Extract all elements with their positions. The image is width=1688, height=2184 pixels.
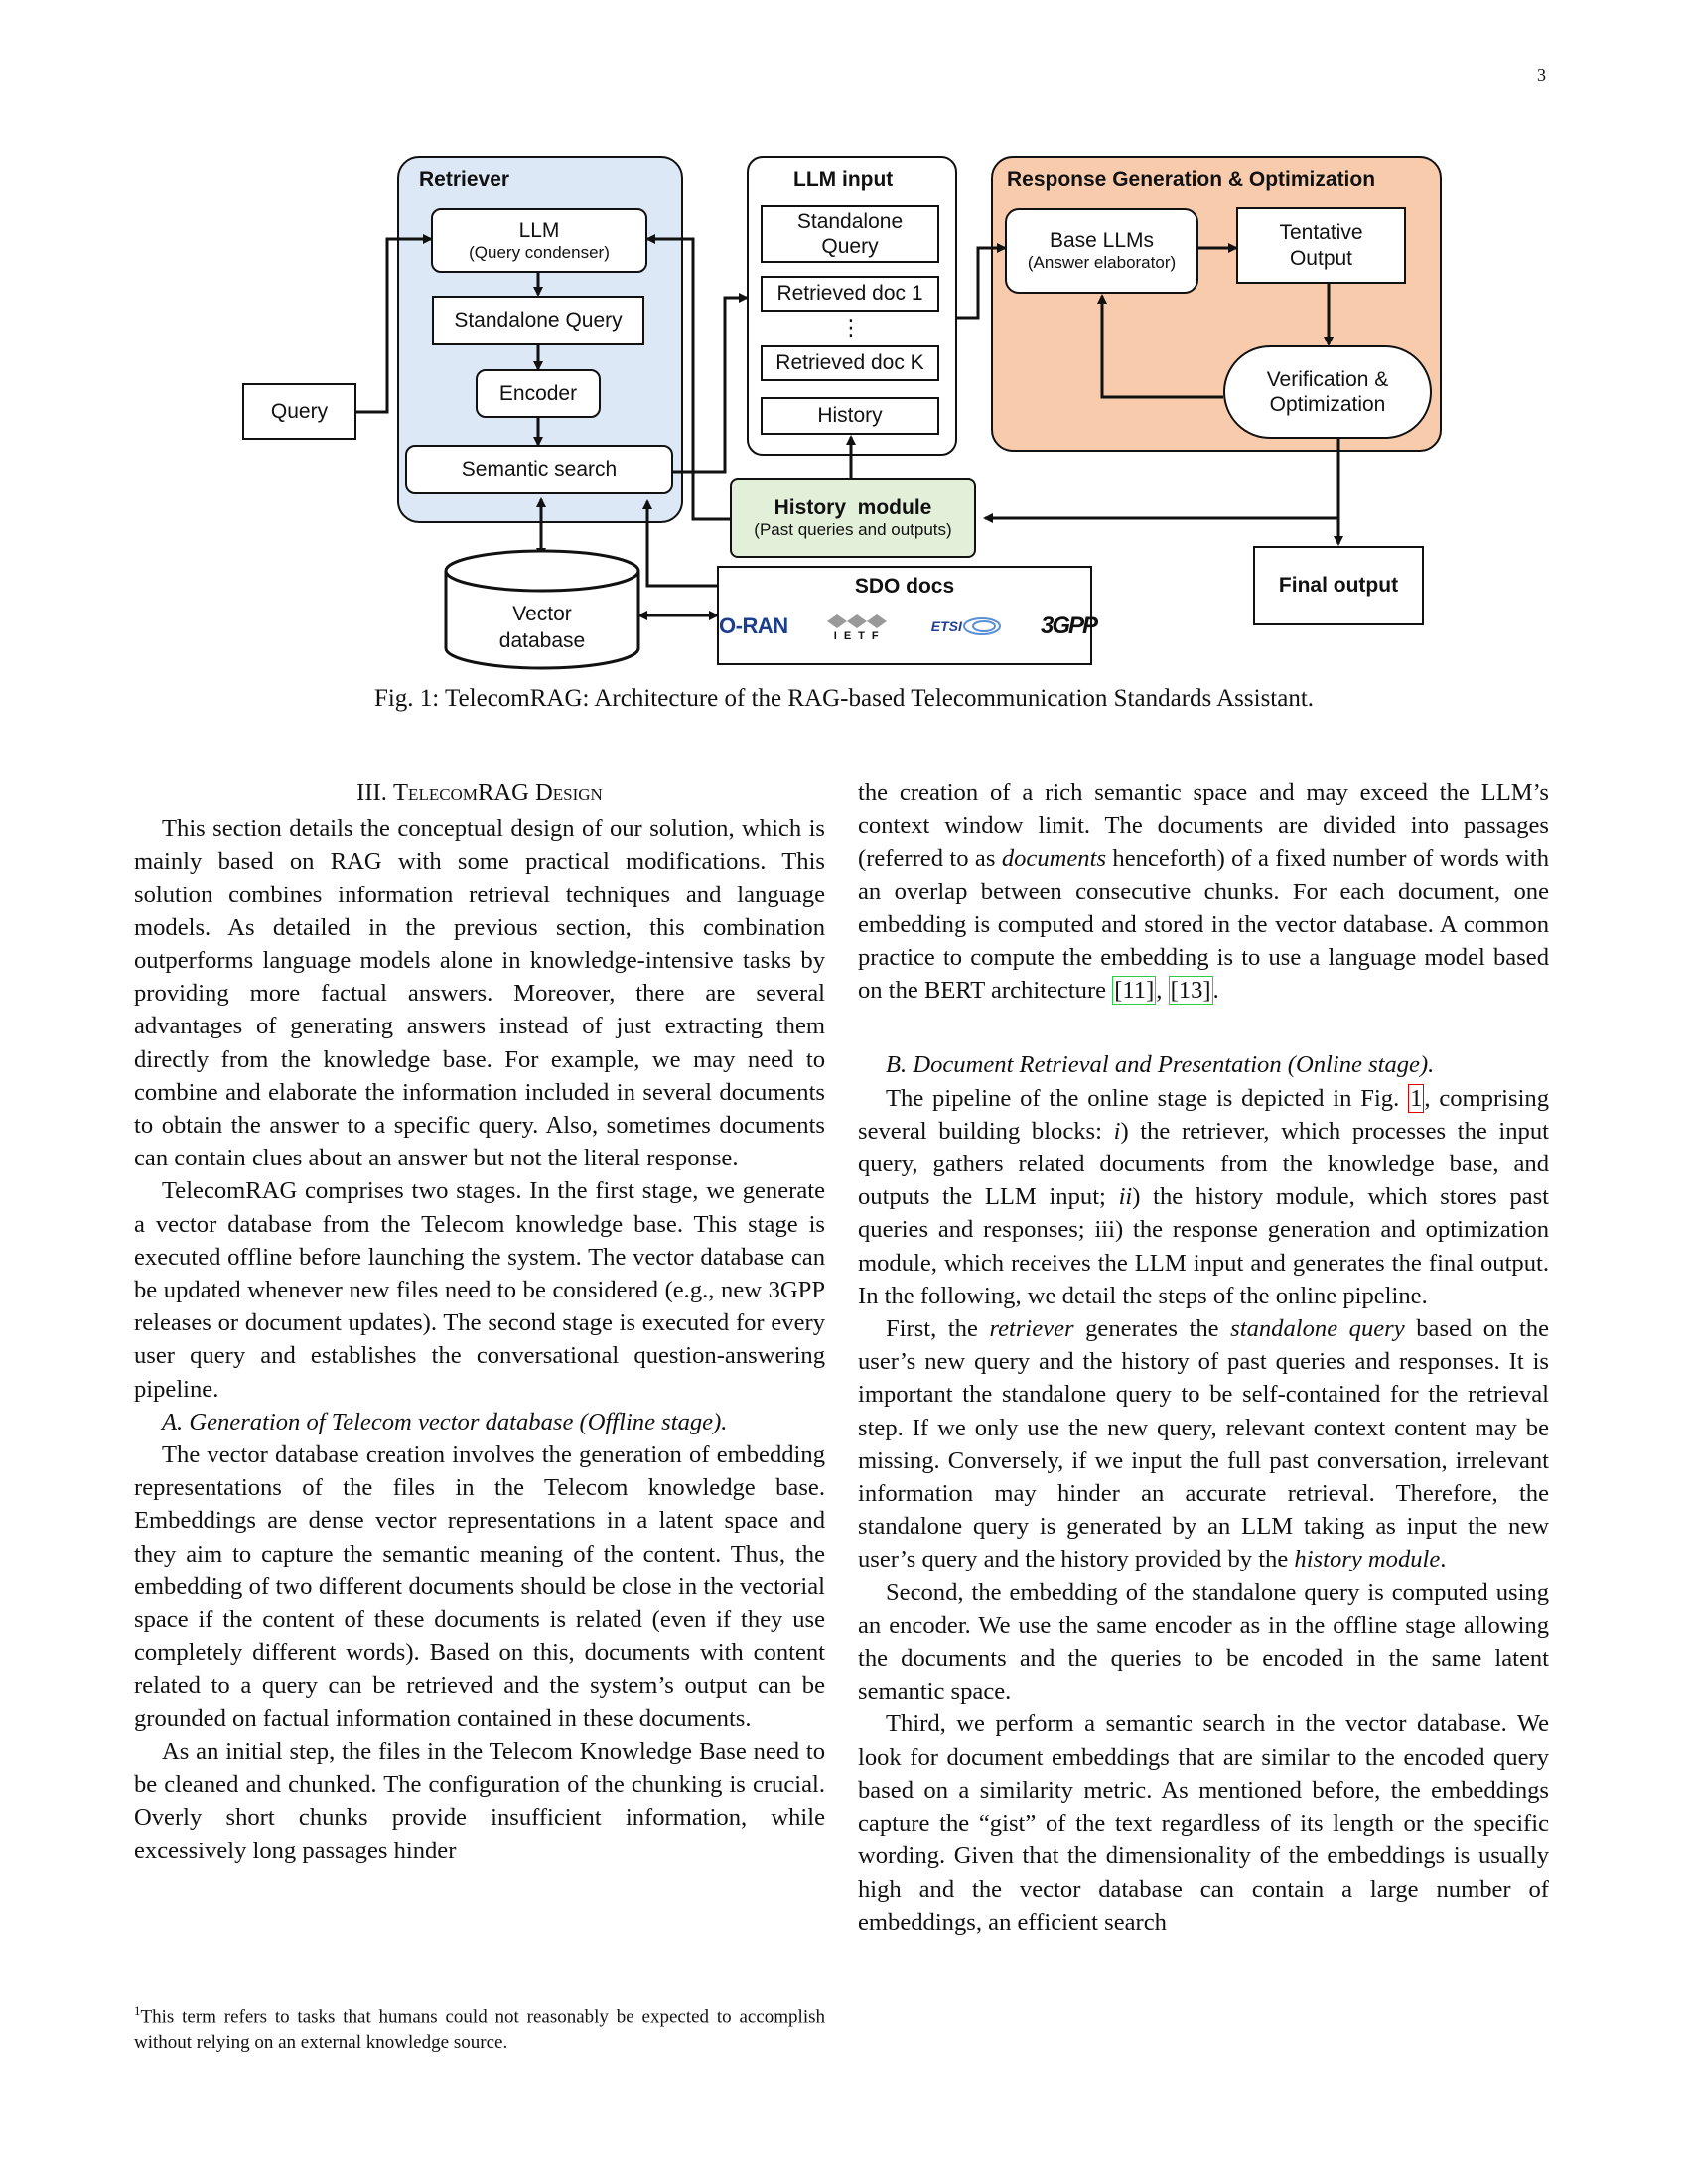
paragraph-intro: This section details the conceptual desi… bbox=[134, 815, 825, 1172]
vector-database-label: Vector database bbox=[446, 601, 638, 655]
base-llms-box: Base LLMs (Answer elaborator) bbox=[1005, 208, 1198, 294]
3gpp-logo: 3GPP bbox=[1040, 613, 1098, 639]
paragraph-retriever: First, the retriever generates the stand… bbox=[858, 1315, 1549, 1573]
llm-input-title: LLM input bbox=[793, 168, 894, 191]
history-box: History bbox=[761, 397, 939, 435]
response-title: Response Generation & Optimization bbox=[1007, 168, 1376, 191]
citation-11-link[interactable]: [11] bbox=[1112, 976, 1157, 1006]
section-name: TelecomRAG Design bbox=[393, 779, 603, 806]
paragraph-pipeline: The pipeline of the online stage is depi… bbox=[858, 1083, 1549, 1309]
section-heading: III. TelecomRAG Design bbox=[134, 776, 825, 809]
right-column: the creation of a rich semantic space an… bbox=[858, 776, 1549, 1939]
sdo-docs-box: SDO docs bbox=[717, 566, 1092, 665]
architecture-figure: Retriever LLM input Response Generation … bbox=[0, 0, 1688, 685]
history-module-title: History module bbox=[774, 496, 932, 520]
llm-input-standalone-line2: Query bbox=[821, 235, 879, 258]
tentative-line2: Output bbox=[1289, 246, 1353, 270]
query-box: Query bbox=[242, 383, 356, 440]
ietf-logo: IETF bbox=[825, 612, 895, 642]
etsi-logo-text: ETSI bbox=[930, 618, 962, 634]
encoder-label: Encoder bbox=[498, 381, 578, 405]
citation-13-link[interactable]: [13] bbox=[1168, 976, 1213, 1006]
base-llms-label: Base LLMs bbox=[1049, 229, 1155, 253]
retrieved-doc-1-box: Retrieved doc 1 bbox=[761, 276, 939, 312]
encoder-box: Encoder bbox=[476, 369, 601, 418]
left-column: III. TelecomRAG Design This section deta… bbox=[134, 776, 825, 1867]
ietf-logo-text: IETF bbox=[833, 629, 886, 642]
figure-caption: Fig. 1: TelecomRAG: Architecture of the … bbox=[373, 685, 1315, 712]
semantic-search-label: Semantic search bbox=[461, 458, 618, 481]
etsi-swoosh-icon bbox=[962, 617, 1001, 635]
oran-logo: O-RAN bbox=[719, 614, 788, 638]
retrieved-doc-k-box: Retrieved doc K bbox=[761, 345, 939, 381]
etsi-logo: ETSI bbox=[931, 615, 1004, 637]
response-group: Response Generation & Optimization bbox=[991, 156, 1442, 452]
retriever-title: Retriever bbox=[419, 168, 510, 191]
verification-line1: Verification & bbox=[1266, 367, 1389, 391]
verification-optimization-box: Verification & Optimization bbox=[1223, 345, 1432, 439]
retrieved-doc-k-label: Retrieved doc K bbox=[775, 351, 924, 375]
final-output-label: Final output bbox=[1278, 574, 1399, 598]
tentative-output-box: Tentative Output bbox=[1236, 207, 1406, 284]
llm-input-standalone-box: Standalone Query bbox=[761, 205, 939, 263]
footnote: 1This term refers to tasks that humans c… bbox=[134, 1998, 825, 2056]
llm-query-condenser-box: LLM (Query condenser) bbox=[431, 208, 647, 273]
footnote-text: This term refers to tasks that humans co… bbox=[134, 2006, 825, 2054]
llm-input-standalone-line1: Standalone bbox=[796, 209, 904, 233]
base-llms-sublabel: (Answer elaborator) bbox=[1027, 253, 1177, 273]
verification-line2: Optimization bbox=[1269, 393, 1386, 416]
page-number: 3 bbox=[1537, 66, 1546, 85]
llm-sublabel: (Query condenser) bbox=[469, 242, 610, 262]
sdo-logos: O-RAN IETF ETSI 3GPP bbox=[719, 604, 1098, 649]
standalone-query-box: Standalone Query bbox=[432, 296, 644, 345]
paragraph-vector-db: The vector database creation involves th… bbox=[134, 1441, 825, 1732]
semantic-search-box: Semantic search bbox=[405, 445, 673, 494]
llm-label: LLM bbox=[518, 218, 560, 242]
paragraph-chunking: As an initial step, the files in the Tel… bbox=[134, 1737, 825, 1864]
vector-db-line2: database bbox=[498, 629, 586, 653]
figure-1-link[interactable]: 1 bbox=[1408, 1083, 1425, 1113]
footnote-mark: 1 bbox=[134, 2003, 141, 2018]
sdo-docs-title: SDO docs bbox=[854, 575, 955, 598]
vector-db-line1: Vector bbox=[512, 603, 572, 625]
subsection-a-heading: A. Generation of Telecom vector database… bbox=[162, 1408, 728, 1435]
query-label: Query bbox=[270, 399, 329, 423]
paragraph-continuation: the creation of a rich semantic space an… bbox=[858, 779, 1549, 1006]
section-numeral: III. bbox=[356, 779, 387, 806]
history-module-box: History module (Past queries and outputs… bbox=[730, 478, 976, 558]
standalone-query-label: Standalone Query bbox=[454, 309, 623, 333]
history-module-subtitle: (Past queries and outputs) bbox=[754, 520, 952, 540]
paragraph-semantic-search: Third, we perform a semantic search in t… bbox=[858, 1710, 1549, 1936]
tentative-line1: Tentative bbox=[1279, 221, 1363, 245]
ietf-mark-icon bbox=[826, 614, 887, 628]
vertical-ellipsis: ⋮ bbox=[840, 315, 862, 340]
paragraph-encoder: Second, the embedding of the standalone … bbox=[858, 1578, 1549, 1706]
subsection-b-heading: B. Document Retrieval and Presentation (… bbox=[886, 1051, 1435, 1079]
figure-connectors bbox=[356, 234, 1343, 670]
final-output-box: Final output bbox=[1253, 546, 1424, 625]
paragraph-stages: TelecomRAG comprises two stages. In the … bbox=[134, 1177, 825, 1403]
history-label: History bbox=[817, 404, 883, 428]
retrieved-doc-1-label: Retrieved doc 1 bbox=[776, 282, 923, 306]
